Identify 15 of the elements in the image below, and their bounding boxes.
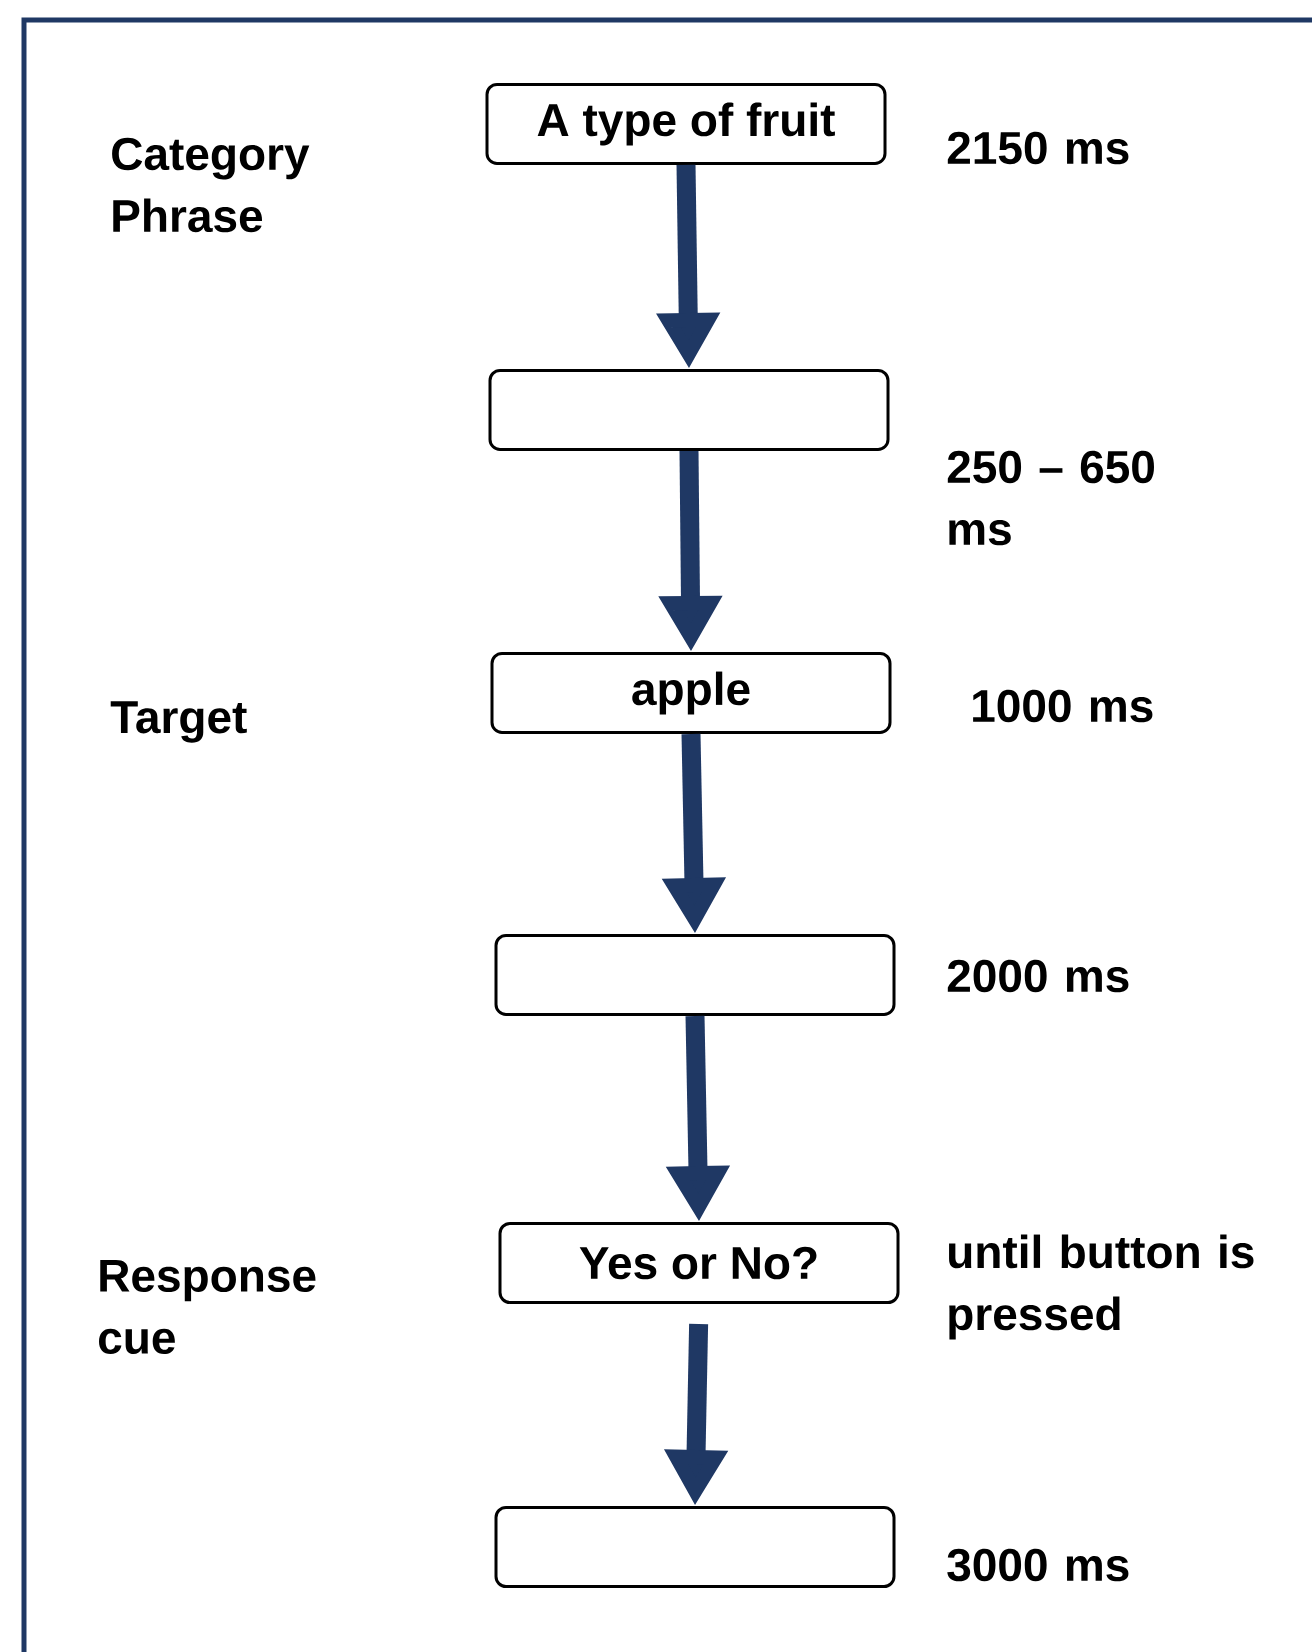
- duration-label: until button is pressed: [949, 1234, 1254, 1340]
- duration-label: 3000 ms: [947, 1548, 1129, 1582]
- timing-box: [494, 934, 896, 1016]
- timing-box: apple: [490, 652, 892, 734]
- duration-label: 2150 ms: [947, 131, 1129, 165]
- timing-box: [494, 1506, 896, 1588]
- timing-box: Yes or No?: [498, 1222, 900, 1304]
- duration-label: 250 – 650 ms: [947, 450, 1154, 546]
- timing-box: [488, 369, 890, 451]
- duration-label: 2000 ms: [947, 959, 1129, 993]
- phase-label: Category Phrase: [112, 137, 310, 233]
- phase-label: Target: [110, 701, 247, 743]
- phase-label: Response cue: [99, 1259, 316, 1355]
- duration-label: 1000 ms: [973, 689, 1153, 723]
- timing-box: A type of fruit: [485, 83, 887, 165]
